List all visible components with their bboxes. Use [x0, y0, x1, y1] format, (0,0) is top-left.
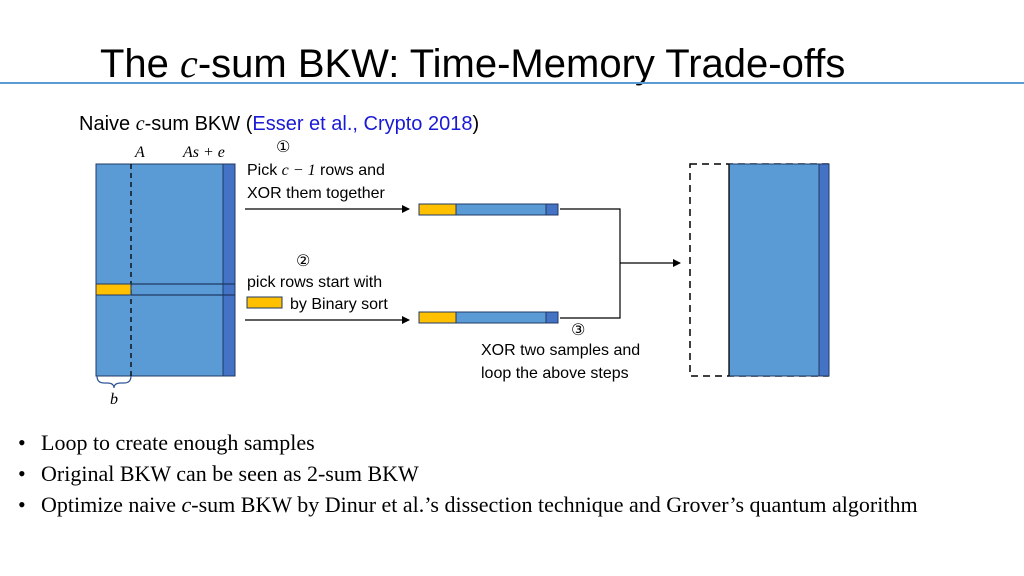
- step1-line1: Pick c − 1 rows and: [247, 162, 385, 179]
- bullet-list: Loop to create enough samples Original B…: [18, 427, 1008, 520]
- step1-line2: XOR them together: [247, 185, 385, 202]
- subtitle: Naive c-sum BKW (Esser et al., Crypto 20…: [79, 113, 480, 135]
- matrix-label-as-plus-e: As + e: [183, 144, 225, 161]
- output-e-column: [818, 163, 830, 377]
- width-label-b: b: [110, 391, 118, 408]
- bullet-item: Original BKW can be seen as 2-sum BKW: [18, 458, 1008, 489]
- slide-title: The c-sum BKW: Time-Memory Trade-offs: [100, 41, 846, 86]
- citation-link[interactable]: Esser et al., Crypto 2018: [252, 113, 473, 135]
- title-underline: [0, 82, 1024, 84]
- sample-row-2: [418, 311, 559, 324]
- selected-row-prefix: [95, 283, 132, 296]
- output-matrix: [689, 163, 830, 377]
- b-width-brace: [96, 375, 132, 389]
- step2-line1: pick rows start with: [247, 274, 383, 291]
- step2-number: ②: [296, 251, 311, 270]
- step2-line2: by Binary sort: [290, 296, 388, 313]
- step2-highlight-swatch: [246, 296, 283, 309]
- bullet-item: Loop to create enough samples: [18, 427, 1008, 458]
- step3-line1: XOR two samples and: [481, 342, 641, 359]
- matrix-e-column: [222, 163, 236, 377]
- step3-line2: loop the above steps: [481, 365, 629, 382]
- output-block: [728, 163, 820, 377]
- merge-connector: [560, 208, 621, 319]
- bullet-item: Optimize naive c-sum BKW by Dinur et al.…: [18, 489, 1008, 520]
- title-variable-c: c: [180, 41, 198, 86]
- step3-number: ③: [571, 320, 586, 339]
- matrix-label-a: A: [135, 144, 145, 161]
- input-matrix: [95, 163, 236, 389]
- sample-row-1: [418, 203, 559, 216]
- matrix-a-block: [95, 163, 224, 377]
- step1-number: ①: [276, 137, 291, 156]
